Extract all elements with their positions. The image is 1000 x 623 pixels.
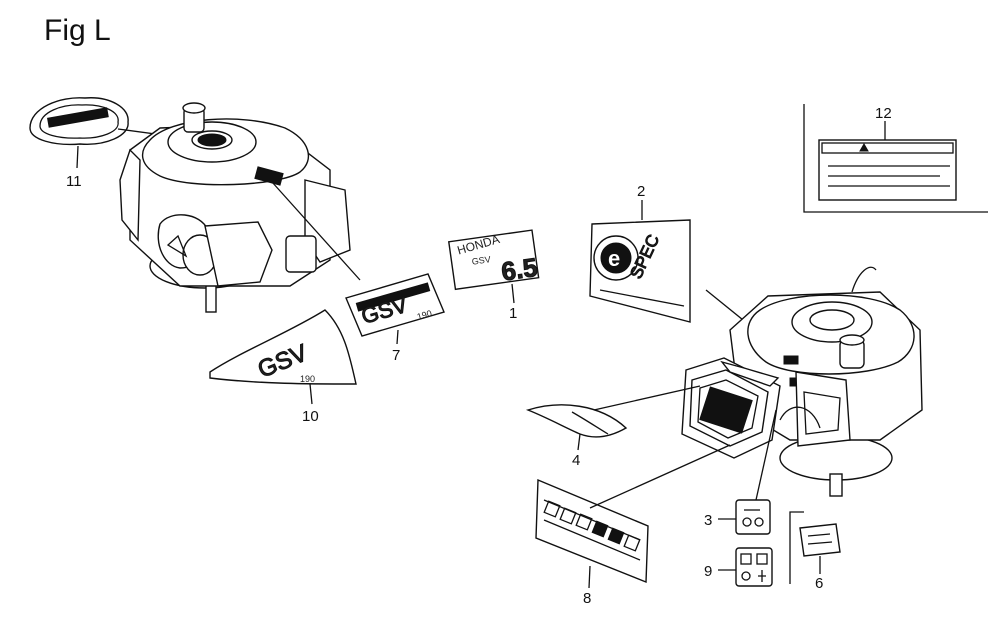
- decal-power-rating: 6.5: [499, 252, 539, 287]
- leader-7-engine: [271, 181, 361, 281]
- callout-9: 9: [704, 563, 712, 580]
- emblem-decal-11: [29, 97, 129, 146]
- engine-right: [681, 266, 923, 497]
- decal-gsv-small: GSV: [471, 254, 491, 267]
- small-tag-label: [789, 511, 841, 584]
- decal-foot-4: [525, 404, 628, 438]
- leader-10: [309, 383, 313, 405]
- figure-title: Fig L: [44, 14, 111, 47]
- leader-4-engine: [593, 385, 701, 411]
- leader-4: [577, 433, 581, 451]
- callout-12: 12: [875, 105, 892, 122]
- fuel-oil-label: [735, 547, 773, 587]
- choke-label: [735, 499, 771, 535]
- warning-label-frame: [803, 104, 988, 213]
- callout-6: 6: [815, 575, 823, 592]
- leader-7: [396, 329, 399, 345]
- warning-symbol-plate: [535, 478, 649, 584]
- callout-10: 10: [302, 408, 319, 425]
- leader-8: [588, 565, 591, 589]
- leader-8-engine: [589, 444, 731, 509]
- decal-honda-gsv-190: GSV 190: [345, 273, 445, 337]
- leader-1: [511, 283, 515, 304]
- leader-3-engine: [755, 409, 777, 501]
- decal-gsv-curved-size: 190: [300, 374, 315, 384]
- callout-8: 8: [583, 590, 591, 607]
- espec-label: e SPEC: [589, 219, 691, 323]
- callout-1: 1: [509, 305, 517, 322]
- callout-2: 2: [637, 183, 645, 200]
- callout-11: 11: [66, 173, 82, 190]
- espec-e-letter: e: [608, 246, 620, 271]
- decal-gsv-size: 190: [416, 308, 433, 322]
- callout-3: 3: [704, 512, 712, 529]
- engine-left: [119, 102, 351, 313]
- decal-gsv-curved: GSV 190: [209, 309, 357, 385]
- leader-11: [76, 145, 79, 169]
- decal-honda-6-5: HONDA GSV 6.5: [447, 229, 540, 291]
- callout-7: 7: [392, 347, 400, 364]
- callout-4: 4: [572, 452, 580, 469]
